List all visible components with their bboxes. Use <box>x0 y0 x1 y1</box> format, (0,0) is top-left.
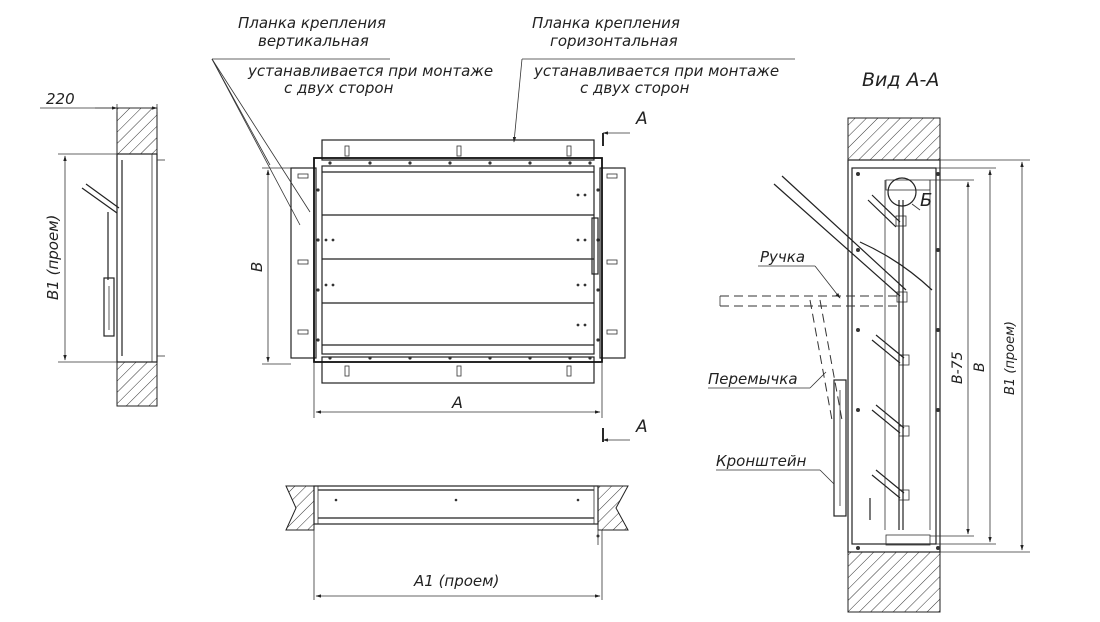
b-dimension: В <box>248 262 266 272</box>
a-dimension: А <box>451 393 463 412</box>
section-mark-bottom: А <box>635 417 648 437</box>
plank-vertical-label-1: Планка крепления <box>238 14 386 32</box>
wall-top-hatch <box>116 107 158 155</box>
section-wall-top-hatch <box>847 117 941 161</box>
wall-bottom-hatch <box>116 361 158 407</box>
plank-horizontal-label-1: Планка крепления <box>532 14 680 32</box>
install-note-right-1: устанавливается при монтаже <box>533 62 779 80</box>
section-wall-bottom-hatch <box>847 551 941 613</box>
install-note-right-2: с двух сторон <box>580 79 690 97</box>
handle-label: Ручка <box>760 248 805 266</box>
bracket-label: Кронштейн <box>716 452 807 470</box>
callout-b: Б <box>920 190 932 211</box>
side-view: 220 В1 (проем) <box>40 90 165 407</box>
jumper-label: Перемычка <box>708 370 798 388</box>
section-b-minus-75-dimension: В-75 <box>950 351 966 384</box>
front-view: В А А А Планка крепления вертикальная ус… <box>211 14 795 442</box>
install-note-left-1: устанавливается при монтаже <box>247 62 493 80</box>
section-b1-dimension: В1 (проем) <box>1003 321 1018 395</box>
plan-wall-right <box>597 485 629 531</box>
plan-wall-left <box>285 485 315 531</box>
plank-horizontal-label-2: горизонтальная <box>550 32 678 50</box>
plan-view: А1 (проем) <box>285 485 629 600</box>
section-mark-top: А <box>635 109 648 129</box>
plank-vertical-label-2: вертикальная <box>258 32 369 50</box>
install-note-left-2: с двух сторон <box>284 79 394 97</box>
depth-dimension: 220 <box>46 90 75 108</box>
section-view: Вид А-А <box>708 69 1030 613</box>
b1-opening-dimension: В1 (проем) <box>44 215 62 300</box>
a1-opening-dimension: А1 (проем) <box>413 572 499 590</box>
section-b-dimension: В <box>972 362 988 372</box>
view-title: Вид А-А <box>862 69 939 91</box>
